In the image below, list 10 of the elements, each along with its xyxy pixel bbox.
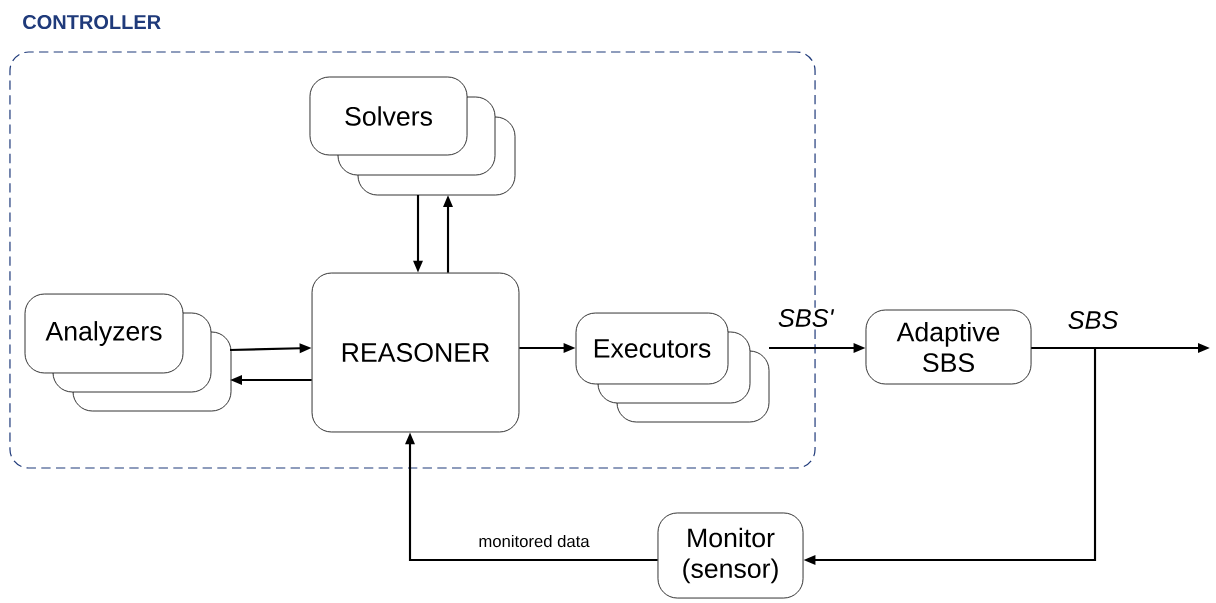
component-stack: Solvers: [309, 76, 516, 196]
process-box: Monitor (sensor): [657, 512, 804, 599]
edge-label: SBS: [1066, 309, 1120, 331]
process-box: Adaptive SBS: [865, 309, 1032, 385]
component-stack: Analyzers: [24, 293, 232, 412]
edge-label: monitored data: [477, 533, 591, 549]
process-box: REASONER: [311, 272, 520, 433]
edge-label: SBS': [776, 307, 836, 329]
component-stack: Executors: [575, 312, 770, 423]
node-label: CONTROLLER: [23, 14, 161, 30]
